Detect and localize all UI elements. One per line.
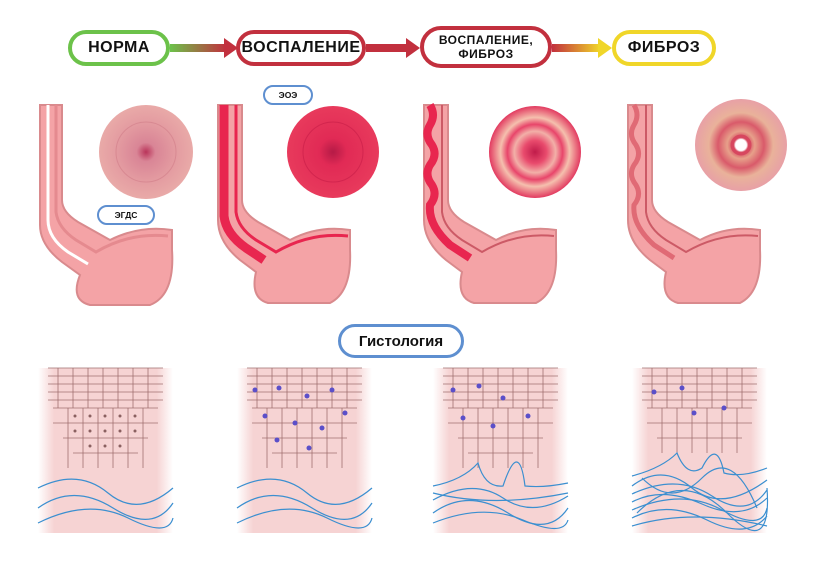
esophagus-inflammation-fibrosis <box>423 102 558 304</box>
stage-norma: НОРМА <box>68 30 170 66</box>
egds-label: ЭГДС <box>97 205 155 225</box>
histology-panel-inflammation-fibrosis <box>432 367 569 533</box>
stage-inflammation-label: ВОСПАЛЕНИЕ <box>241 39 361 56</box>
cross-section-inflammation-fibrosis <box>489 106 581 198</box>
histology-panel-fibrosis <box>631 367 769 533</box>
stage-fibrosis-label: ФИБРОЗ <box>627 39 701 56</box>
histology-panel-inflammation <box>236 367 373 533</box>
stage-inflammation: ВОСПАЛЕНИЕ <box>236 30 366 66</box>
cross-section-inflammation <box>287 106 379 198</box>
esophagus-inflammation <box>217 104 352 304</box>
histology-panel-norma <box>37 367 174 533</box>
cross-section-norma <box>99 105 193 199</box>
arrow-2 <box>366 38 420 58</box>
esophagus-fibrosis <box>627 103 762 304</box>
arrow-3 <box>552 38 612 58</box>
cross-section-fibrosis <box>695 99 787 191</box>
stage-inflammation-fibrosis-label: ВОСПАЛЕНИЕ, ФИБРОЗ <box>438 33 534 61</box>
eoe-label-text: ЭОЭ <box>278 90 298 100</box>
histology-title: Гистология <box>338 324 464 358</box>
stage-fibrosis: ФИБРОЗ <box>612 30 716 66</box>
eoe-label: ЭОЭ <box>263 85 313 105</box>
histology-title-text: Гистология <box>358 332 444 350</box>
esophagus-norma <box>39 104 174 306</box>
stage-norma-label: НОРМА <box>88 39 150 56</box>
stage-inflammation-fibrosis: ВОСПАЛЕНИЕ, ФИБРОЗ <box>420 26 552 68</box>
arrow-1 <box>170 38 238 58</box>
egds-label-text: ЭГДС <box>114 210 138 220</box>
